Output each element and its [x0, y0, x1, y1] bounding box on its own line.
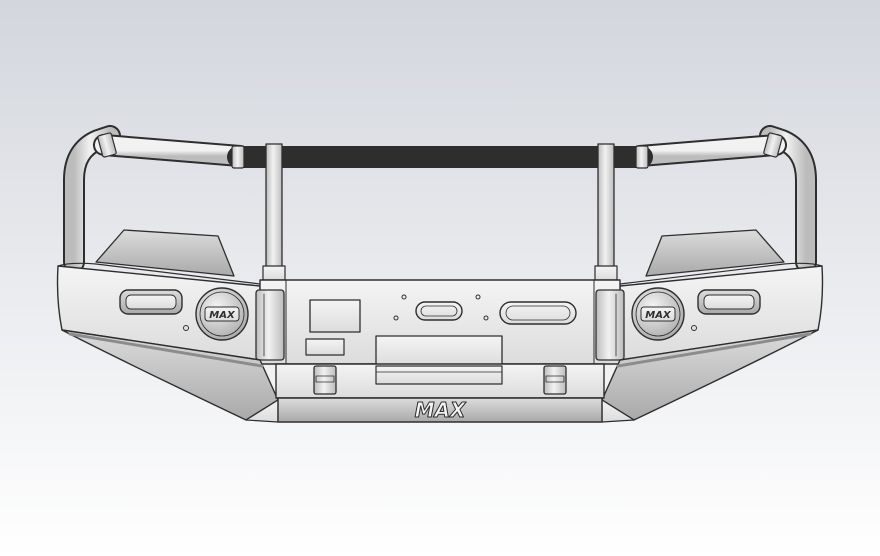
hoop-joint-right: [635, 145, 649, 169]
winch-slot-large-inner: [505, 305, 571, 321]
tow-hook-right: [543, 365, 567, 395]
wing-right: [645, 229, 785, 277]
tow-hook-left: [313, 365, 337, 395]
hoop-left-top: [95, 136, 249, 165]
max-logo-skid-plate-icon: MAX: [414, 398, 467, 423]
hoop-elbow-left: [97, 132, 117, 158]
light-slot-left-inner: [125, 294, 177, 310]
upright-right-base: [594, 265, 618, 281]
apron-left-strip: [68, 332, 264, 368]
side-light-slots: [119, 289, 761, 315]
winch-slot-large: [499, 301, 577, 325]
fairlead-lower: [375, 365, 503, 385]
center-panel-details: [305, 294, 577, 367]
max-logo-emblem-left-icon: MAX: [195, 287, 249, 341]
bolt-hole-center-left-lower: [393, 315, 399, 321]
emblem-left-logo-text: MAX: [209, 310, 236, 321]
hoop-tube: [63, 125, 817, 273]
max-logo-emblem-right-icon: MAX: [631, 287, 685, 341]
face-left-top-edge: [57, 262, 261, 285]
hoop-joint-left: [231, 145, 245, 169]
hoop-elbow-right: [763, 132, 783, 158]
bolt-hole-left: [183, 325, 189, 331]
uprights: [262, 143, 618, 281]
plate-cutout: [309, 299, 361, 333]
emblem-right-logo-text: MAX: [645, 310, 672, 321]
upright-right: [597, 143, 615, 281]
winch-fairlead-plate: [375, 335, 503, 367]
skid-plate: [277, 397, 603, 423]
tow-hook-right-bar: [545, 375, 565, 383]
center-lower: MAX: [275, 363, 605, 423]
apron-right-strip: [616, 332, 812, 368]
tow-hook-left-bar: [315, 375, 335, 383]
upright-left-base: [262, 265, 286, 281]
bracket-left: [255, 289, 285, 361]
light-slot-right-inner: [703, 294, 755, 310]
bolt-hole-center-right: [475, 294, 481, 300]
bolt-hole-center-left: [401, 294, 407, 300]
side-wings: [95, 229, 785, 277]
bracket-right: [595, 289, 625, 361]
face-right-top-edge: [619, 262, 823, 285]
winch-slot-small: [415, 301, 463, 321]
emblems: MAX MAX: [183, 287, 697, 341]
mount-brackets: [255, 289, 625, 361]
winch-slot-small-inner: [420, 305, 458, 317]
upright-left: [265, 143, 283, 281]
skid-plate-logo-text: MAX: [415, 398, 467, 422]
lower-aprons: [61, 329, 819, 423]
hoop-right-top: [631, 136, 785, 165]
small-cutout: [305, 338, 345, 356]
wing-left: [95, 229, 235, 277]
bolt-hole-center-right-lower: [483, 315, 489, 321]
bolt-hole-right: [691, 325, 697, 331]
